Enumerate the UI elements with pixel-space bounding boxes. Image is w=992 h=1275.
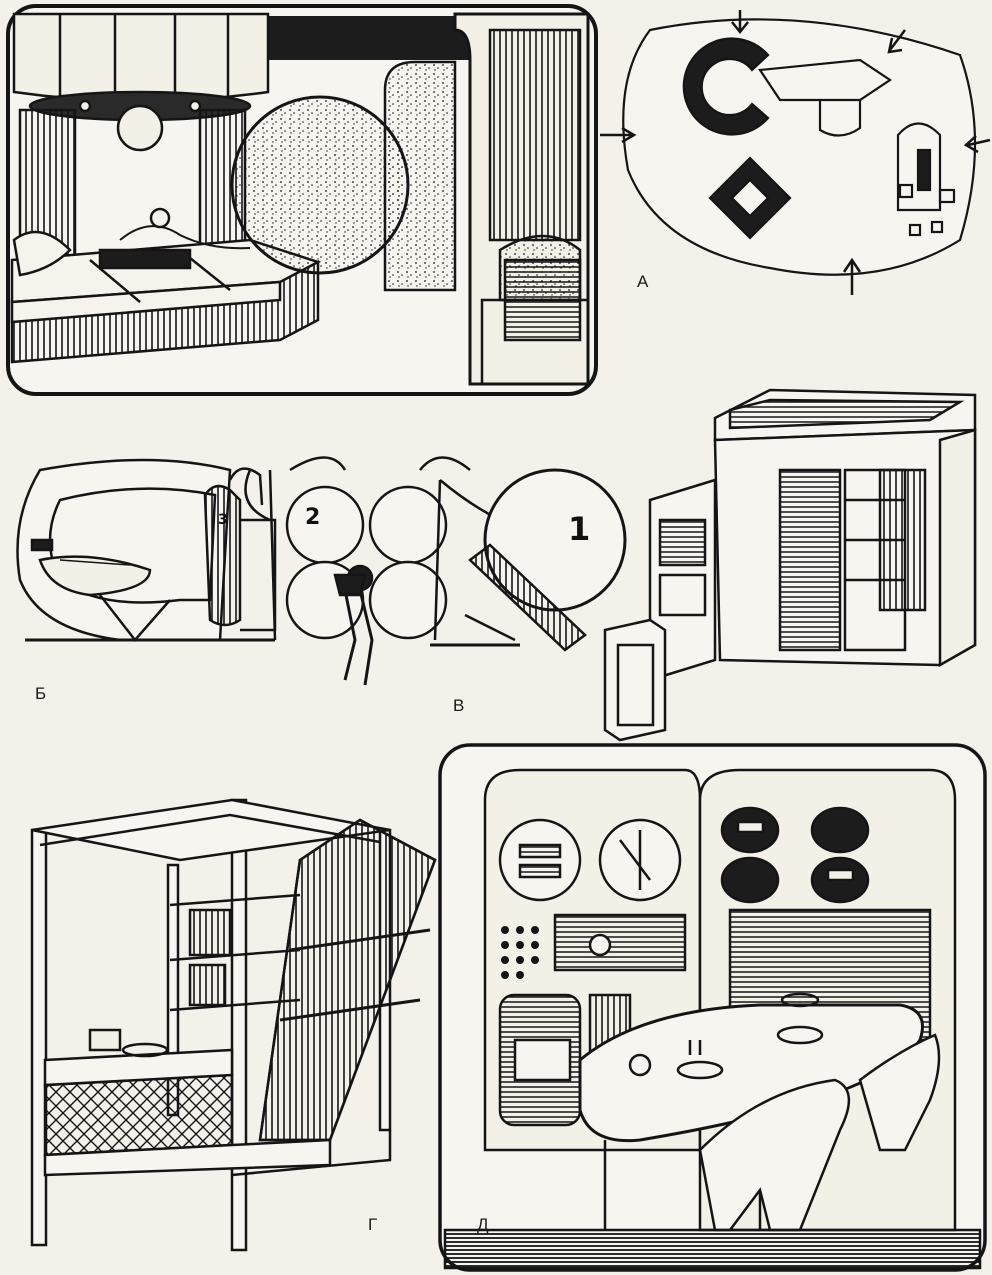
label-figure-b: Б (35, 684, 47, 703)
panel-floor-plan (600, 10, 991, 295)
capsule-number-3: 3 (218, 512, 228, 528)
label-figure-a: А (637, 272, 649, 291)
capsule-number-1: 1 (568, 510, 591, 548)
panel-dining-capsule (438, 743, 987, 1272)
panel-bedroom-capsule (6, 4, 598, 396)
panel-bookshelf-bed (30, 798, 437, 1252)
capsule-number-2: 2 (305, 505, 321, 530)
panel-sphere-module (244, 456, 627, 686)
label-figure-d: Д (477, 1215, 489, 1234)
panel-storage-unit (603, 388, 977, 742)
label-figure-v: В (453, 696, 465, 715)
label-figure-g: Г (368, 1215, 378, 1234)
panel-capsule-bed (16, 458, 277, 642)
